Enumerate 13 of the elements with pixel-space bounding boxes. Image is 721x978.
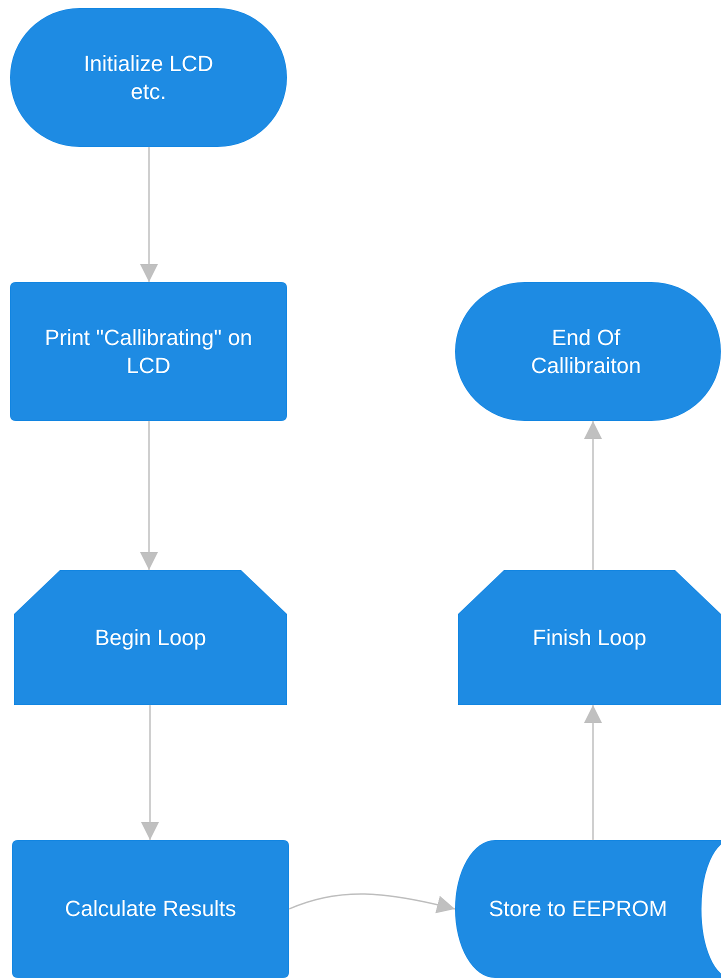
- node-label: Initialize LCD etc.: [82, 50, 214, 106]
- node-label: Calculate Results: [64, 895, 236, 923]
- node-label: Begin Loop: [94, 624, 206, 652]
- node-label: Store to EEPROM: [488, 895, 668, 923]
- arrow: [288, 893, 456, 914]
- node-label: End Of Callibraiton: [530, 324, 642, 380]
- node-label: Finish Loop: [532, 624, 646, 652]
- arrow: [584, 705, 602, 840]
- node-label: Print "Callibrating" on LCD: [44, 324, 254, 380]
- arrow: [140, 421, 158, 570]
- arrow: [140, 147, 158, 282]
- arrow: [584, 421, 602, 570]
- arrow: [141, 705, 159, 840]
